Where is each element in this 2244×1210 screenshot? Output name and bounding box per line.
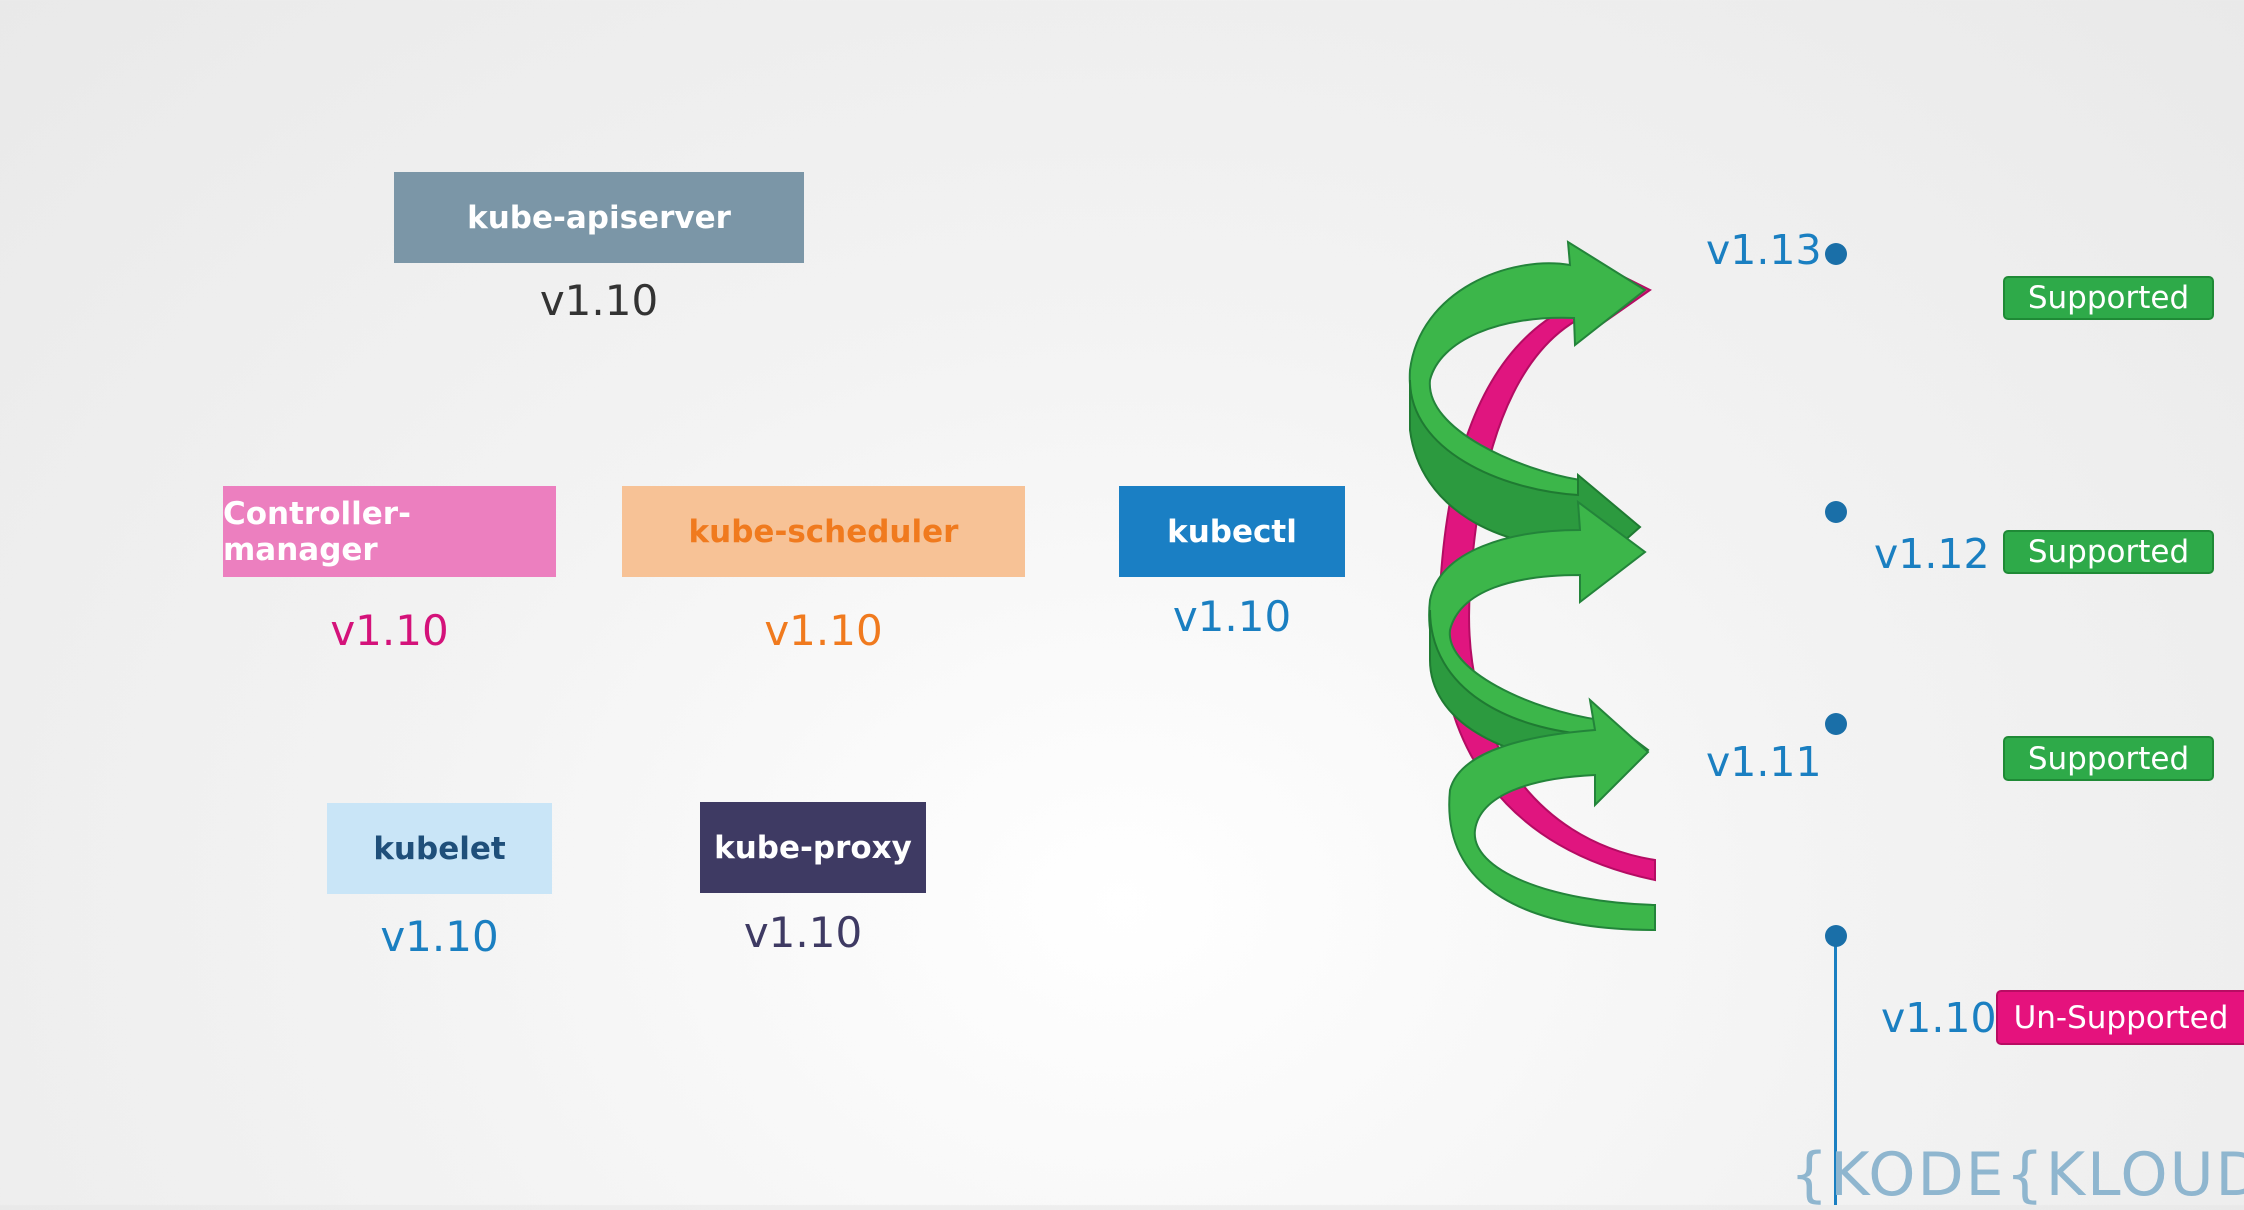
kube-apiserver-version: v1.10 bbox=[539, 276, 659, 325]
status-badge-v1-10: Un-Supported bbox=[1996, 990, 2244, 1045]
timeline-version-v1-10: v1.10 bbox=[1881, 994, 1997, 1042]
timeline-line bbox=[1834, 936, 1837, 1205]
green-arrow-5 bbox=[1448, 697, 1656, 932]
kubelet-label: kubelet bbox=[373, 830, 506, 867]
kube-apiserver-box: kube-apiserver bbox=[394, 172, 804, 263]
timeline-version-v1-13: v1.13 bbox=[1706, 226, 1822, 274]
kube-scheduler-version: v1.10 bbox=[764, 606, 883, 655]
kubectl-label: kubectl bbox=[1167, 513, 1297, 550]
status-badge-v1-11: Supported bbox=[2003, 736, 2214, 781]
controller-manager-label: Controller-manager bbox=[223, 495, 411, 568]
timeline-dot-v1-12 bbox=[1825, 501, 1847, 523]
timeline-version-v1-12: v1.12 bbox=[1874, 530, 1990, 578]
kube-proxy-label: kube-proxy bbox=[714, 829, 912, 866]
kube-proxy-box: kube-proxy bbox=[700, 802, 926, 893]
kube-apiserver-label: kube-apiserver bbox=[467, 199, 731, 236]
timeline-dot-v1-10 bbox=[1825, 925, 1847, 947]
kube-proxy-version: v1.10 bbox=[743, 908, 863, 957]
kubectl-version: v1.10 bbox=[1172, 592, 1292, 641]
kubectl-box: kubectl bbox=[1119, 486, 1345, 577]
controller-manager-version: v1.10 bbox=[330, 606, 449, 655]
timeline-version-v1-11: v1.11 bbox=[1706, 738, 1822, 786]
timeline-dot-v1-13 bbox=[1825, 243, 1847, 265]
kubelet-version: v1.10 bbox=[380, 912, 499, 961]
upgrade-spiral-arrows bbox=[1408, 240, 1656, 932]
kubelet-box: kubelet bbox=[327, 803, 552, 894]
status-badge-v1-12: Supported bbox=[2003, 530, 2214, 574]
kodekloud-logo: {KODE{KLOUD bbox=[1790, 1140, 2244, 1210]
controller-manager-box: Controller-manager bbox=[223, 486, 556, 577]
kube-scheduler-box: kube-scheduler bbox=[622, 486, 1025, 577]
kube-scheduler-label: kube-scheduler bbox=[688, 513, 959, 550]
status-badge-v1-13: Supported bbox=[2003, 276, 2214, 320]
timeline-dot-v1-11 bbox=[1825, 713, 1847, 735]
